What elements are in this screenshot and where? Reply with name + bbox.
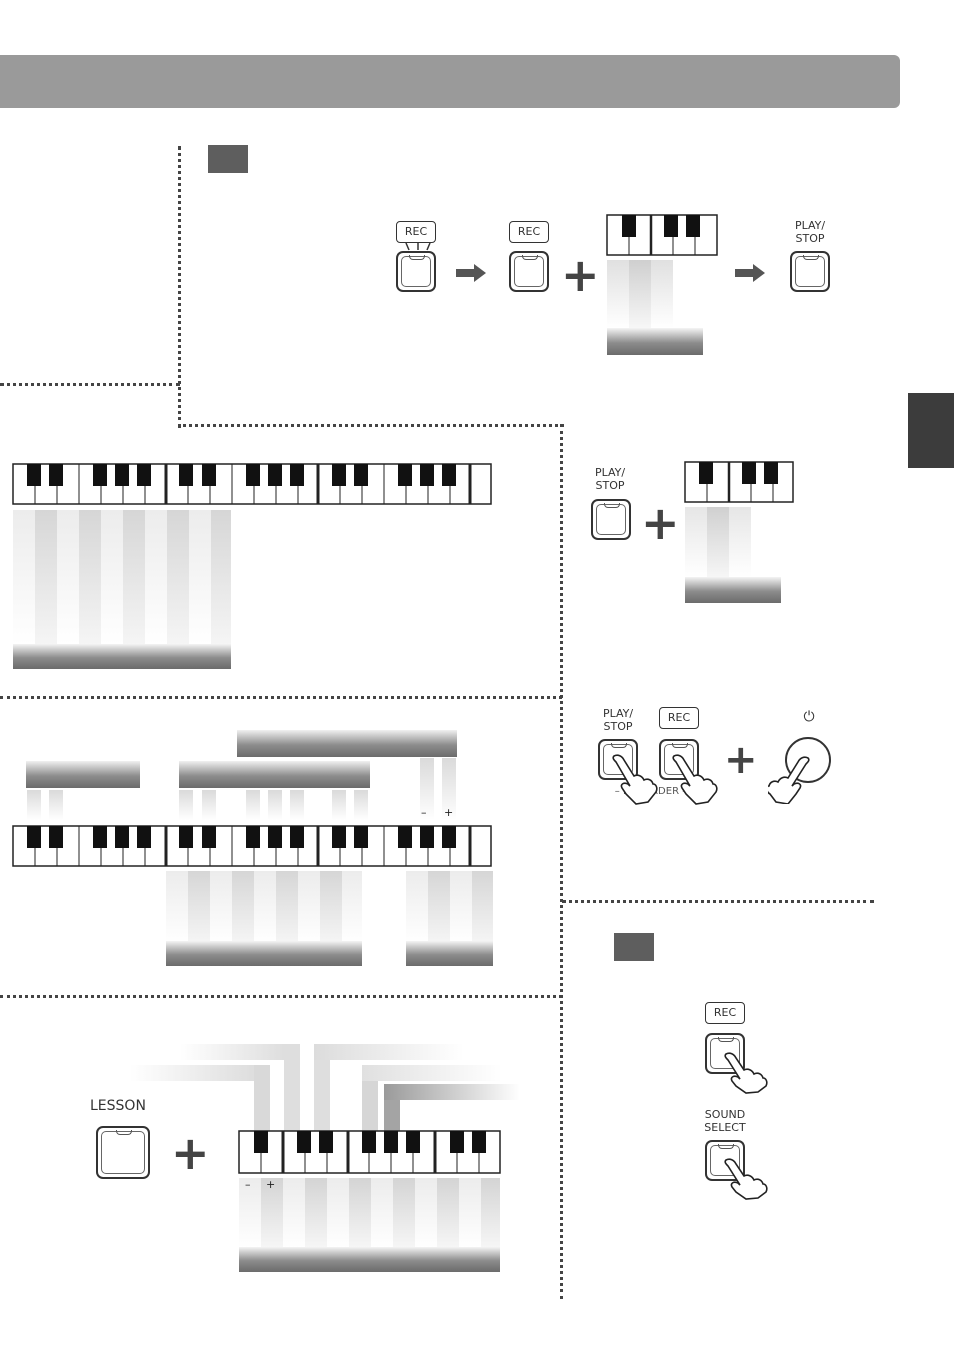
lesson-range-guides bbox=[130, 1044, 520, 1135]
divider-horizontal-left-top bbox=[0, 383, 180, 386]
plus-mark-2: + bbox=[266, 1178, 276, 1191]
step-box-1 bbox=[208, 145, 248, 173]
play-stop-line2: STOP bbox=[795, 232, 825, 245]
sound-select-label: SOUND SELECT bbox=[698, 1108, 752, 1134]
plus-icon-4: + bbox=[171, 1126, 210, 1180]
minus-mark: – bbox=[421, 806, 427, 819]
finger-press-icon-3 bbox=[768, 756, 810, 804]
rec-label: REC bbox=[396, 221, 436, 243]
play-stop-button-2[interactable] bbox=[591, 499, 631, 540]
divider-horizontal-mid-top bbox=[178, 424, 564, 427]
lesson-label: LESSON bbox=[90, 1098, 146, 1114]
play-stop-label-3: PLAY/ STOP bbox=[594, 707, 642, 733]
plus-icon-3: + bbox=[724, 737, 758, 783]
range-bar-wide bbox=[237, 730, 457, 757]
rec-label-2: REC bbox=[509, 221, 549, 243]
play-stop-button[interactable] bbox=[790, 251, 830, 292]
section-header-bar bbox=[0, 55, 900, 108]
power-symbol: ⏻ bbox=[803, 709, 815, 725]
rec-label-4: REC bbox=[705, 1002, 745, 1024]
play-stop-line1-2: PLAY/ bbox=[594, 466, 626, 479]
step-box-2 bbox=[614, 933, 654, 961]
range-bar-mid bbox=[179, 761, 370, 788]
arrow-right-icon-2 bbox=[735, 264, 765, 282]
chapter-tab bbox=[908, 393, 954, 468]
rec-button-2[interactable] bbox=[509, 251, 549, 292]
play-stop-line1: PLAY/ bbox=[794, 219, 826, 232]
blink-icon bbox=[405, 242, 431, 251]
play-stop-label-2: PLAY/ STOP bbox=[586, 466, 634, 492]
divider-horizontal-right bbox=[562, 900, 874, 903]
finger-press-icon-2 bbox=[672, 754, 718, 805]
rec-label-3: REC bbox=[659, 707, 699, 729]
finger-press-icon-4 bbox=[724, 1052, 768, 1094]
rec-button-4[interactable] bbox=[705, 1033, 745, 1074]
keyboard-section-icon bbox=[606, 214, 718, 355]
play-stop-line2-2: STOP bbox=[595, 479, 625, 492]
plus-mark: + bbox=[444, 806, 454, 819]
divider-vertical-top bbox=[178, 146, 181, 428]
keyboard-full-icon-2 bbox=[12, 758, 493, 966]
finger-press-icon bbox=[612, 754, 658, 805]
keyboard-full-icon-1 bbox=[12, 463, 492, 669]
keyboard-section-icon-3 bbox=[238, 1130, 501, 1272]
range-bar-left bbox=[26, 761, 140, 788]
lesson-button[interactable] bbox=[96, 1126, 150, 1179]
divider-vertical-right bbox=[560, 424, 563, 1299]
rec-button[interactable] bbox=[396, 251, 436, 292]
divider-horizontal-lower bbox=[0, 995, 562, 998]
finger-press-icon-5 bbox=[724, 1158, 768, 1200]
keyboard-section-icon-2 bbox=[684, 461, 794, 603]
play-stop-line2-3: STOP bbox=[603, 720, 633, 733]
sound-select-line2: SELECT bbox=[704, 1121, 746, 1134]
play-stop-label: PLAY/ STOP bbox=[786, 219, 834, 245]
divider-horizontal-mid bbox=[0, 696, 562, 699]
plus-icon-2: + bbox=[641, 496, 680, 550]
plus-icon: + bbox=[561, 248, 600, 302]
arrow-right-icon bbox=[456, 264, 486, 282]
minus-mark-2: – bbox=[245, 1178, 251, 1191]
sound-select-line1: SOUND bbox=[704, 1108, 746, 1121]
play-stop-line1-3: PLAY/ bbox=[602, 707, 634, 720]
